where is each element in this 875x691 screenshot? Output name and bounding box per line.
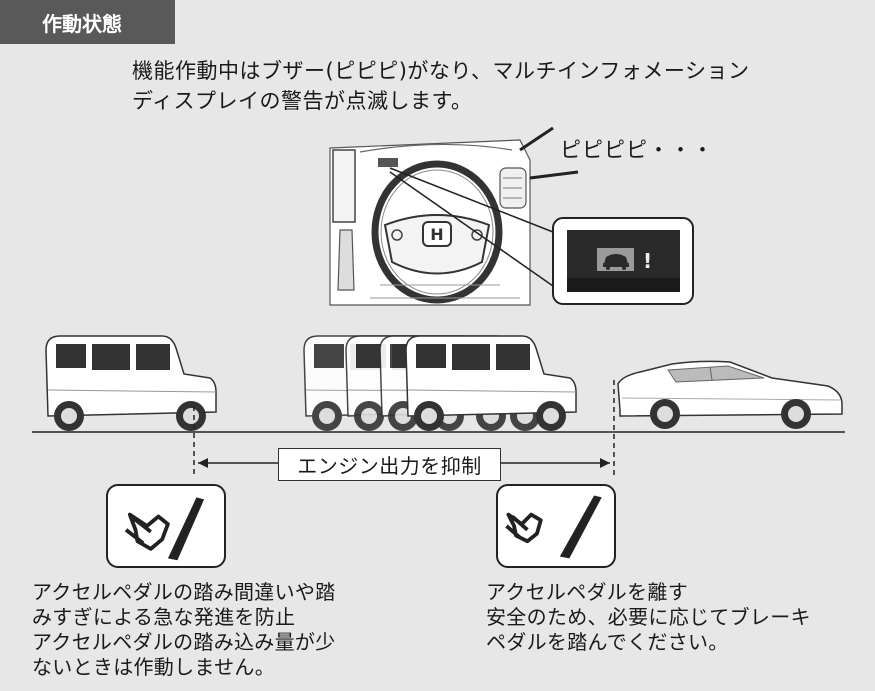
steering-wheel bbox=[371, 160, 503, 304]
section-header-tab: 作動状態 bbox=[0, 0, 175, 44]
foot-released-pedal-icon bbox=[505, 495, 602, 559]
intro-text: 機能作動中はブザー(ピピピ)がなり、マルチインフォメーション ディスプレイの警告… bbox=[132, 56, 832, 116]
right-caption: アクセルペダルを離す 安全のため、必要に応じてブレーキ ペダルを踏んでください。 bbox=[486, 580, 811, 655]
meter-display-small bbox=[378, 158, 398, 167]
obstacle-sedan bbox=[617, 360, 843, 429]
sound-line-lower bbox=[529, 170, 579, 180]
left-caption-line-3: アクセルペダルの踏み込み量が少 bbox=[32, 630, 336, 654]
sound-line-upper bbox=[519, 126, 554, 152]
left-caption-line-4: ないときは作動しません。 bbox=[32, 655, 275, 679]
left-caption: アクセルペダルの踏み間違いや踏 みすぎによる急な発進を防止 アクセルペダルの踏み… bbox=[32, 580, 336, 680]
foot-pressing-pedal-icon bbox=[124, 497, 205, 561]
section-title: 作動状態 bbox=[42, 11, 122, 36]
engine-output-suppression-label: エンジン出力を抑制 bbox=[278, 448, 501, 481]
dashboard-illustration: H bbox=[329, 139, 531, 306]
honda-logo-icon bbox=[422, 221, 452, 247]
infotainment-screen bbox=[332, 149, 356, 223]
pedal-released-box bbox=[496, 484, 616, 568]
intro-line-2: ディスプレイの警告が点滅します。 bbox=[132, 89, 473, 113]
warning-exclaim: ! bbox=[643, 249, 652, 273]
engine-output-suppression-text: エンジン出力を抑制 bbox=[297, 454, 482, 478]
pedal-pressed-box bbox=[106, 484, 226, 568]
right-caption-line-3: ペダルを踏んでください。 bbox=[486, 630, 729, 654]
buzzer-sound-text: ピピピピ・・・ bbox=[560, 138, 714, 162]
own-car-start bbox=[45, 335, 217, 432]
svg-text:H: H bbox=[430, 225, 443, 244]
intro-line-1: 機能作動中はブザー(ピピピ)がなり、マルチインフォメーション bbox=[132, 59, 750, 83]
left-caption-line-1: アクセルペダルの踏み間違いや踏 bbox=[32, 580, 336, 604]
shift-lever bbox=[337, 229, 355, 291]
right-caption-line-2: 安全のため、必要に応じてブレーキ bbox=[486, 605, 811, 629]
left-caption-line-2: みすぎによる急な発進を防止 bbox=[32, 605, 296, 629]
right-caption-line-1: アクセルペダルを離す bbox=[486, 580, 688, 604]
warning-display-callout: ! bbox=[552, 217, 694, 305]
